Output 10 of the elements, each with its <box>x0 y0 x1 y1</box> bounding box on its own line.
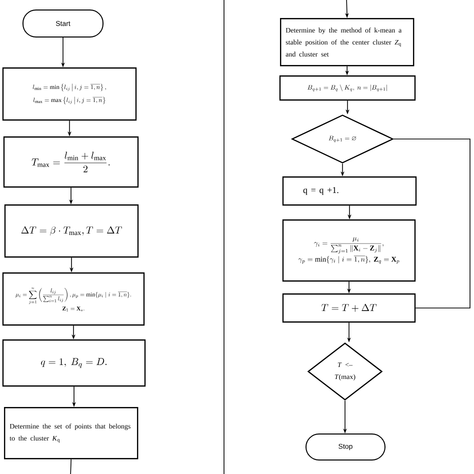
process-box: $\Delta T = \beta \cdot T_{\max}, T = \Delta T$ <box>4 204 139 258</box>
arrow <box>70 0 349 474</box>
process-box: $B_{q+1} = B_q \setminus K_q,\ n = \left|B_{q+1}\right|$ <box>279 75 416 101</box>
process-box: $\gamma_i = \frac{\mu_i}{\sum_{j=1}^{n} \left\| \mathbf{X}_i - \mathbf{Z}_j \right\|},$ $\gamma_p = \min\{\gamma_i \mid i=\overline{1,n}\},\ \mathbf{Z}_q = \mathbf{X}_p$ <box>282 219 416 282</box>
process-box: $T_{\max} = \frac{l_{\min}+l_{\max}}{2}.$ <box>3 136 139 188</box>
process-box: $T = T + \Delta T$ <box>282 293 416 323</box>
process-box: $l_{\min} = \min\left\{ l_{ij} \,\middle|\, i,j=\overline{1,n} \right\},$ $l_{\max} = \max\left\{ l_{ij} \,\middle|\, i,j=\overline{1,n} \right\}$ <box>2 67 137 121</box>
process-box: $\mu_i = \sum_{j=1}^{n}\left( \frac{l_{ij}}{\sum_{i=1}^{n} l_{ij}} \right), \mu_p = \min\{\mu_i \mid i=\overline{1,n}\}.$ $\mathbf{Z}_1 = \mathbf{X}_s.$ <box>2 272 145 326</box>
process-box: $q = 1,\ B_q = D.$ <box>2 339 146 387</box>
process-box: q = q +1. <box>282 176 417 206</box>
